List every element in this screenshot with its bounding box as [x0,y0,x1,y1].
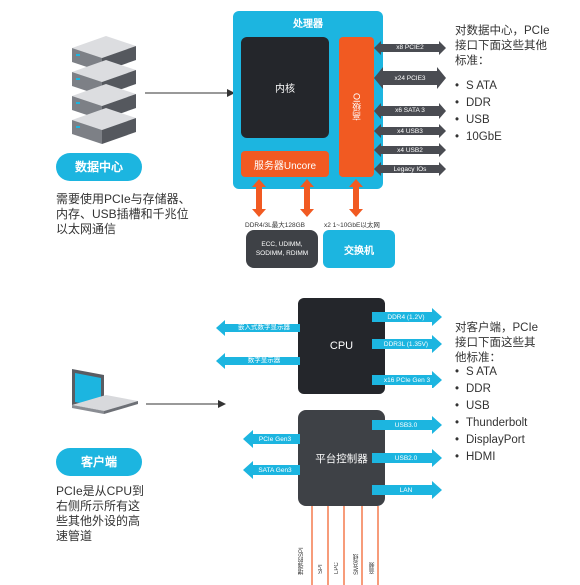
description-line: 些其他外设的高 [56,514,141,528]
io-label: DDR4 (1.2V) [387,314,425,321]
description-line: 速管道 [56,529,93,543]
io-label: 嵌入式数字显示器 [238,324,290,331]
note-line: 对数据中心，PCIe [455,25,550,37]
description-line: 右侧所示所有这 [56,499,141,513]
platform-controller-box: 平台控制器 [298,410,385,506]
io-label: 数字显示器 [247,357,281,364]
bottom-line-label: 音频 [370,562,376,574]
standard-item: Thunderbolt [455,415,527,432]
ddr-label: DDR4/3L最大128GB [245,222,305,229]
io-label: USB2.0 [394,455,418,462]
high-speed-io-label: 高级IO [352,93,362,121]
io-label: Legacy IOs [393,166,427,173]
description-line: 需要使用PCIe与存储器、 [56,192,191,206]
memory-box: ECC, UDIMM, SODIMM, RDIMM [246,230,318,268]
platform-controller-label: 平台控制器 [315,452,368,465]
bottom-line-label: SPI [318,564,324,574]
processor-title: 处理器 [293,19,323,30]
note-line: 对客户端，PCIe [455,322,539,334]
cpu-left-arrows [216,320,300,369]
bottom-line-label: 增强的SPI [299,547,305,575]
data-center-pill: 数据中心 [56,153,142,181]
vertical-orange-arrows [252,179,363,217]
server-to-processor-arrow [145,89,235,97]
note-line: 他标准： [455,352,501,364]
io-label: x4 USB3 [397,128,423,135]
io-label: x4 USB2 [397,147,423,154]
pch-right-arrows [372,416,442,499]
io-label: x24 PCIE3 [394,75,426,82]
description-line: 内存、USB插槽和千兆位 [56,207,189,221]
uncore-box: 服务器Uncore [241,151,329,177]
server-stack-icon [72,36,136,144]
uncore-label: 服务器Uncore [253,160,317,172]
client-standards-list: S ATA DDR USB Thunderbolt DisplayPort HD… [455,364,527,466]
high-speed-io-box: 高级IO [339,37,374,177]
standard-item: 10GbE [455,129,502,146]
client-pill: 客户端 [56,448,142,476]
note-line: 标准： [455,55,490,67]
standard-item: HDMI [455,449,527,466]
io-label: PCIe Gen3 [258,436,292,443]
standard-item: DisplayPort [455,432,527,449]
memory-line: ECC, UDIMM, [261,241,303,248]
io-label: x8 PCIE2 [396,44,424,51]
pch-bottom-lines [311,506,379,585]
note-line: 接口下面这些其他 [455,40,547,52]
cpu-right-arrows [372,308,442,388]
description-line: PCIe是从CPU到 [56,484,145,498]
note-line: 接口下面这些其 [455,337,536,349]
laptop-icon [72,369,138,414]
io-label: SATA Gen3 [258,467,292,474]
standard-item: USB [455,112,502,129]
laptop-to-cpu-arrow [146,400,226,408]
io-label: LAN [399,487,413,494]
standard-item: DDR [455,95,502,112]
io-label: x16 PCIe Gen 3 [383,377,431,384]
cpu-box: CPU [298,298,385,394]
data-center-standards-list: S ATA DDR USB 10GbE [455,78,502,146]
core-label: 内核 [275,84,295,95]
cpu-label: CPU [329,340,354,352]
switch-label: 交换机 [344,245,374,257]
description-line: 以太网通信 [56,222,117,236]
switch-box: 交换机 [323,230,395,268]
data-center-note: 对数据中心，PCIe 接口下面这些其他 标准： [455,24,575,69]
bottom-line-label: LPC [334,562,340,574]
standard-item: USB [455,398,527,415]
io-label: x6 SATA 3 [395,107,425,114]
ethernet-label: x2 1~10GbE以太网 [324,222,380,229]
data-center-description: 需要使用PCIe与存储器、 内存、USB插槽和千兆位 以太网通信 [56,192,216,237]
client-note: 对客户端，PCIe 接口下面这些其 他标准： [455,321,575,366]
standard-item: DDR [455,381,527,398]
client-description: PCIe是从CPU到 右侧所示所有这 些其他外设的高 速管道 [56,484,166,544]
standard-item: S ATA [455,78,502,95]
processor-io-arrows [374,41,446,176]
io-label: USB3.0 [394,422,418,429]
io-label: DDR3L (1.35V) [383,341,429,348]
standard-item: S ATA [455,364,527,381]
pch-left-arrows [243,430,300,479]
memory-line: SODIMM, RDIMM [255,250,309,257]
bottom-line-label: SM总线 [354,554,360,575]
core-box: 内核 [241,37,329,138]
